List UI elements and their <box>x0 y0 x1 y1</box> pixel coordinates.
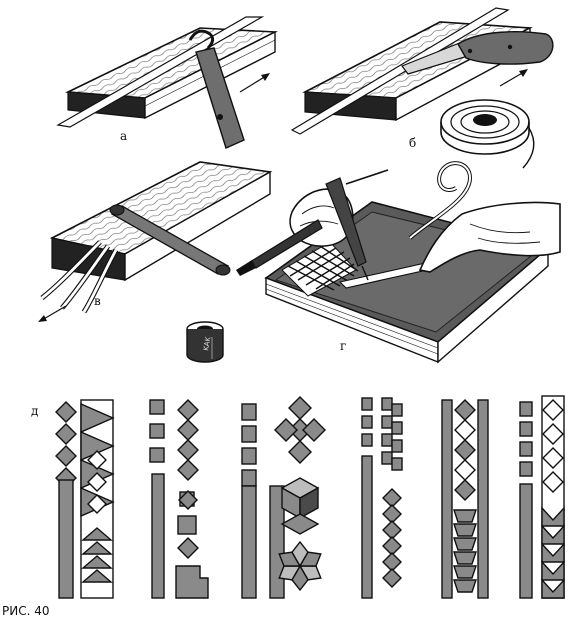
strip6-diamond <box>542 471 564 493</box>
strip1-triangle <box>81 569 113 583</box>
figure-caption: РИС. 40 <box>2 604 50 618</box>
panel-b-board-with-knife <box>290 7 554 169</box>
strip6-block <box>519 441 533 457</box>
strip1-inner-diamond <box>87 450 107 470</box>
strip4-step <box>381 433 393 447</box>
strip6-chevron <box>541 506 565 527</box>
strip4-step <box>381 415 393 429</box>
strip6-block <box>519 401 533 417</box>
strip3-diamond <box>274 418 298 442</box>
strip4-diamond <box>382 568 402 588</box>
strip4-block <box>361 397 373 411</box>
strip2-diamond <box>177 537 199 559</box>
strip3-block <box>241 403 257 421</box>
strip2-diamond <box>177 439 199 461</box>
strip2-square <box>149 399 165 415</box>
strip3-diamond <box>288 440 312 464</box>
strip3-star-petal <box>298 551 322 567</box>
strip5-bar-right <box>477 399 489 599</box>
strip1-inner-diamond <box>87 472 107 492</box>
strip4-block <box>361 433 373 447</box>
strip6-diamond <box>542 423 564 445</box>
strip2-block <box>177 515 197 535</box>
strip4-step <box>391 403 403 417</box>
strip6-diamond <box>542 399 564 421</box>
strip5-trapezoid <box>453 537 477 551</box>
label-a: а <box>120 129 128 143</box>
strip1-left-diamond <box>55 445 77 467</box>
strip3-block <box>241 447 257 465</box>
strip3-bar <box>269 485 285 599</box>
strip2-diamond-small <box>178 490 198 510</box>
strip4-block <box>361 415 373 429</box>
strip3-diamond <box>302 418 326 442</box>
label-g: г <box>340 339 347 353</box>
strip4-step <box>391 457 403 471</box>
strip1-triangle <box>81 527 113 541</box>
strip3-block <box>241 425 257 443</box>
strip5-trapezoid <box>453 551 477 565</box>
strip1-triangle <box>81 541 113 555</box>
strip5-trapezoid <box>453 509 477 523</box>
strip5-diamond <box>454 419 476 441</box>
strip5-bar-left <box>441 399 453 599</box>
strip1-zigzag <box>80 402 115 434</box>
strip6-chevron <box>541 560 565 581</box>
strip6-chevron <box>541 578 565 599</box>
label-b: б <box>409 136 417 150</box>
strip5-trapezoid <box>453 523 477 537</box>
strip5-diamond <box>454 399 476 421</box>
strip4-step <box>381 397 393 411</box>
panel-g-tray-inlay <box>236 161 561 364</box>
strip2-square <box>149 423 165 439</box>
strip2-bar <box>151 473 165 599</box>
strip2-square <box>149 447 165 463</box>
strip1-triangle <box>81 555 113 569</box>
strip2-diamond <box>177 419 199 441</box>
panel-v-board-with-roller <box>38 161 273 363</box>
strip2-step <box>175 565 209 599</box>
strip4-step <box>381 451 393 465</box>
panel-d-ornament-strips <box>55 395 565 599</box>
strip1-bar <box>58 479 74 599</box>
diamond-lattice <box>281 241 359 297</box>
strip6-diamond <box>542 447 564 469</box>
strip3-block <box>241 469 257 487</box>
strip5-trapezoid <box>453 579 477 593</box>
strip6-block <box>519 421 533 437</box>
strip1-left-diamond <box>55 401 77 423</box>
strip1-inner-diamond <box>87 494 107 514</box>
strip6-chevron <box>541 524 565 545</box>
strip3-cube <box>280 513 320 535</box>
strip4-step <box>391 421 403 435</box>
panel-a-board-with-bender <box>56 16 279 149</box>
strip5-diamond <box>454 479 476 501</box>
strip6-chevron <box>541 542 565 563</box>
strip2-diamond <box>177 459 199 481</box>
strip4-step <box>391 439 403 453</box>
strip5-diamond <box>454 439 476 461</box>
strip6-bar <box>519 483 533 599</box>
strip3-diamond <box>288 396 312 420</box>
label-v: в <box>94 294 101 308</box>
strip5-trapezoid <box>453 565 477 579</box>
ring-text: KAK <box>202 336 212 351</box>
strip6-block <box>519 461 533 477</box>
strip5-diamond <box>454 459 476 481</box>
strip3-bar <box>241 485 257 599</box>
label-d: д <box>31 404 39 418</box>
strip1-left-diamond <box>55 423 77 445</box>
strip4-bar <box>361 455 373 599</box>
strip2-diamond <box>177 399 199 421</box>
